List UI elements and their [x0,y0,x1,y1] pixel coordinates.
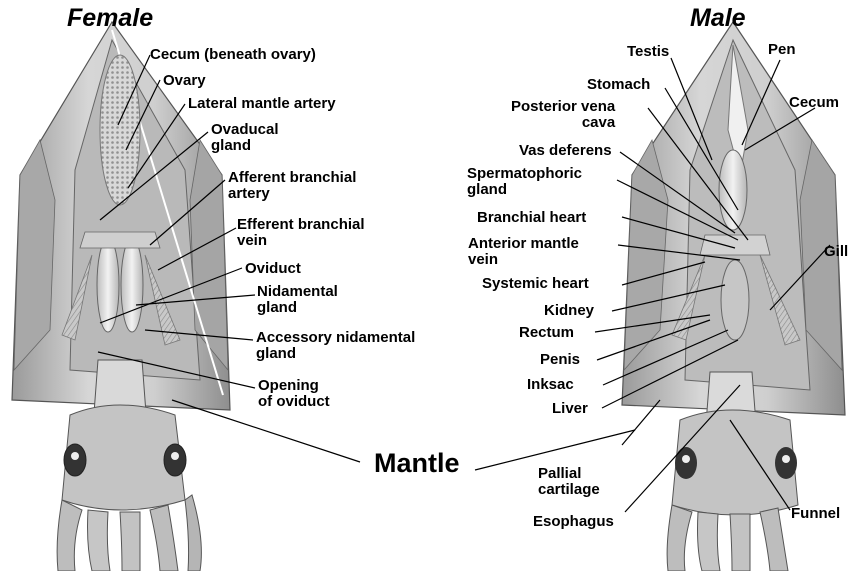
label-anterior-mantle-vein: Anterior mantle vein [468,236,579,268]
label-oviduct: Oviduct [245,261,301,277]
label-vas-deferens: Vas deferens [519,143,612,159]
label-pen: Pen [768,42,796,58]
label-spermatophoric-gland: Spermatophoric gland [467,166,582,198]
label-branchial-heart: Branchial heart [477,210,586,226]
label-ovary: Ovary [163,73,206,89]
label-kidney: Kidney [544,303,594,319]
nidamental-gland-left [97,238,119,332]
female-title: Female [67,4,153,33]
label-funnel: Funnel [791,506,840,522]
label-stomach: Stomach [587,77,650,93]
ovary-organ [100,55,140,205]
label-inksac: Inksac [527,377,574,393]
label-afferent-branchial-artery: Afferent branchial artery [228,170,356,202]
label-nidamental-gland: Nidamental gland [257,284,338,316]
label-lateral-mantle-artery: Lateral mantle artery [188,96,336,112]
label-testis: Testis [627,44,669,60]
label-pallial-cartilage: Pallial cartilage [538,466,600,498]
label-esophagus: Esophagus [533,514,614,530]
label-ovaducal-gland: Ovaducal gland [211,122,279,154]
label-systemic-heart: Systemic heart [482,276,589,292]
label-gill: Gill [824,244,848,260]
label-opening-of-oviduct: Opening of oviduct [258,378,330,410]
label-cecum-beneath-ovary: Cecum (beneath ovary) [150,47,316,63]
testis-organ [719,150,747,230]
male-title: Male [690,4,746,33]
label-liver: Liver [552,401,588,417]
nidamental-gland-right [121,238,143,332]
mantle-label: Mantle [374,448,460,479]
label-cecum: Cecum [789,95,839,111]
label-accessory-nidamental-gland: Accessory nidamental gland [256,330,415,362]
label-efferent-branchial-vein: Efferent branchial vein [237,217,365,249]
label-rectum: Rectum [519,325,574,341]
label-penis: Penis [540,352,580,368]
label-posterior-vena-cava: Posterior vena cava [511,99,615,131]
